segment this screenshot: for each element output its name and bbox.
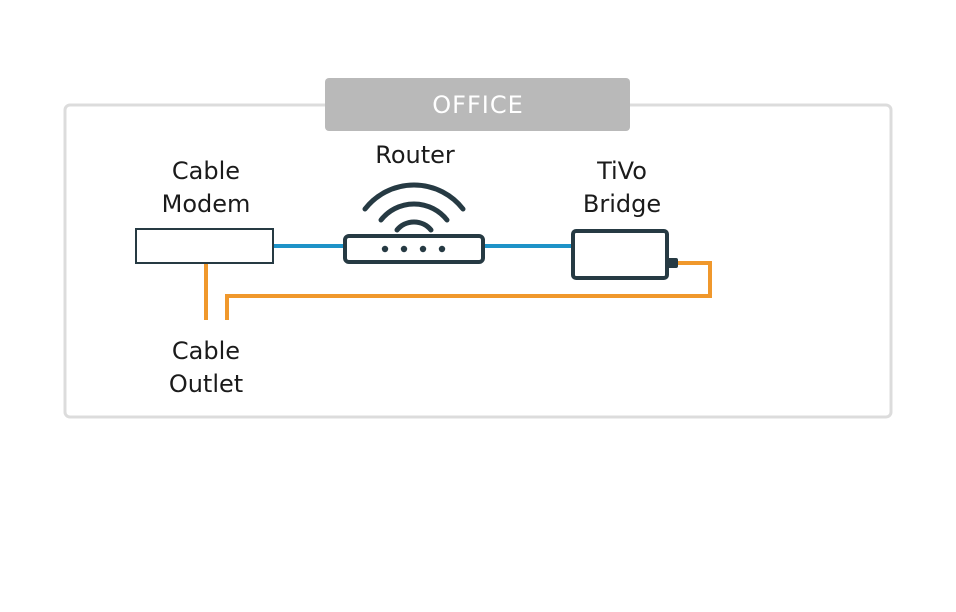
tivo-bridge-device xyxy=(571,229,669,280)
tivo-bridge-label-line2: Bridge xyxy=(583,190,661,218)
tivo-bridge-label-line1: TiVo xyxy=(596,157,647,185)
router-indicator-lights xyxy=(381,245,446,253)
router-label: Router xyxy=(375,141,455,169)
router-light xyxy=(419,245,427,253)
cable-modem-label-line1: Cable xyxy=(172,157,240,185)
room-tab xyxy=(325,78,630,131)
router-light xyxy=(400,245,408,253)
cable-modem-label-line2: Modem xyxy=(162,190,251,218)
tivo-bridge-coax-port xyxy=(667,258,678,268)
cable-outlet-label-line1: Cable xyxy=(172,337,240,365)
room-label: OFFICE xyxy=(432,91,524,119)
cable-outlet-label-line2: Outlet xyxy=(169,370,243,398)
coax-cable-bridge-outlet xyxy=(225,261,712,320)
cable-modem-device xyxy=(135,228,274,264)
router-device xyxy=(343,234,485,264)
router-light xyxy=(381,245,389,253)
wifi-icon xyxy=(362,182,466,233)
router-light xyxy=(438,245,446,253)
